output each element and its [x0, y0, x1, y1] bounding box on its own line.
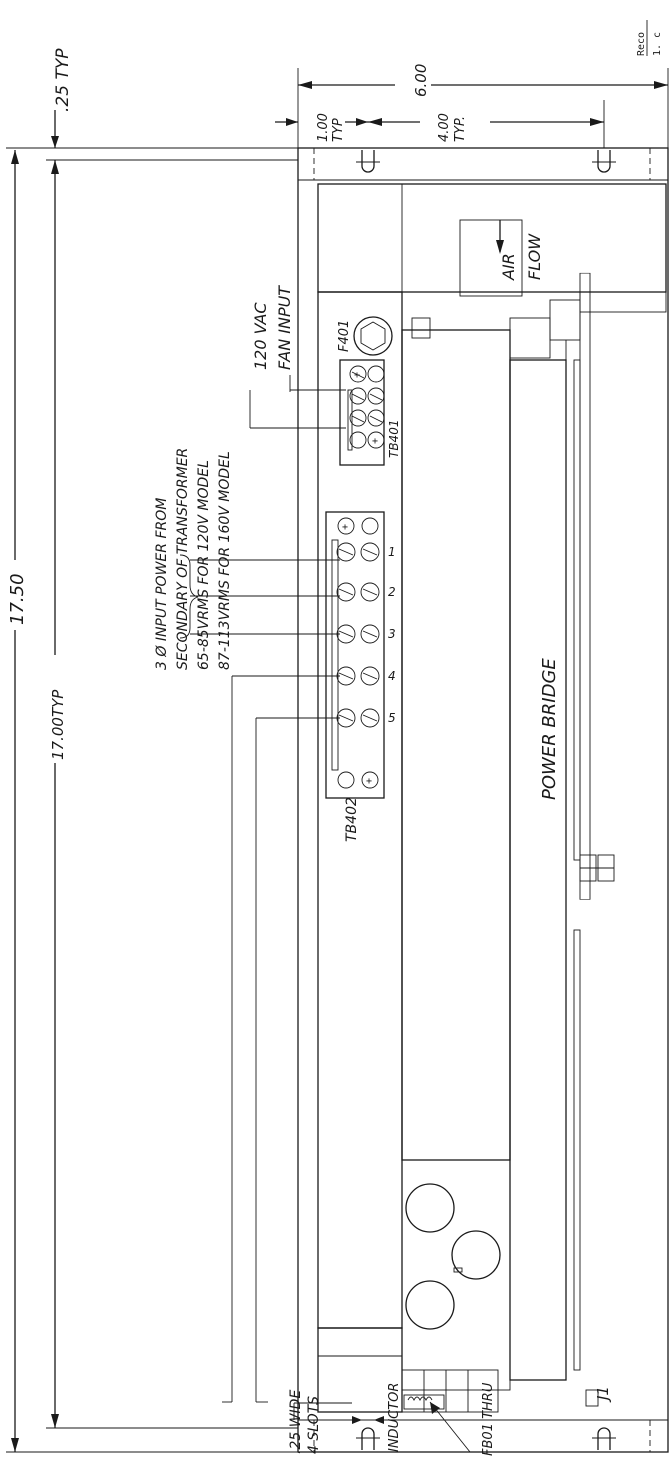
j1-label: J1 — [594, 1386, 612, 1403]
slot-width-spacing-label: 4.00 — [437, 113, 452, 142]
svg-text:+: + — [366, 776, 372, 787]
fan-input-callout: 120 VAC FAN INPUT — [249, 285, 346, 429]
tb401-terminal-block: F401 + + TB401 — [337, 316, 401, 466]
slot-spacing-label: 17.00TYP — [49, 689, 67, 760]
terminal-5-label: 5 — [388, 711, 396, 725]
input-power-line2: SECONDARY OF TRANSFORMER — [175, 448, 191, 670]
input-power-leads — [179, 554, 340, 639]
inductor-label: INDUCTOR — [387, 1383, 402, 1452]
width-dimensions: 6.00 1.00 TYP 4.00 TYP. — [275, 64, 669, 148]
svg-text:+: + — [354, 370, 360, 381]
slot-spacing-dimension: 17.00TYP — [44, 159, 298, 1429]
input-power-line4: 87-113VRMS FOR 160V MODEL — [217, 451, 233, 670]
capacitors — [401, 1159, 511, 1391]
terminal-4-label: 4 — [388, 669, 396, 683]
slots-line1: .25 WIDE — [288, 1390, 304, 1454]
slot-inset-typ-label: TYP — [331, 118, 346, 142]
tb401-label: TB401 — [387, 420, 401, 458]
mounting-slots — [356, 150, 616, 1450]
ferrite-callout: FB01 THRU — [429, 1382, 496, 1456]
terminal-1-label: 1 — [388, 545, 396, 559]
internal-components: AIR FLOW POWER BRIDGE — [317, 183, 667, 1413]
edge-offset-dimension: .25 TYP — [51, 48, 73, 148]
edge-offset-label: .25 TYP — [53, 48, 73, 112]
slot-width-typ-label: TYP. — [453, 116, 468, 142]
fan-input-label: FAN INPUT — [275, 285, 294, 370]
f401-label: F401 — [337, 320, 352, 352]
svg-text:+: + — [342, 522, 348, 533]
notes-item-1: 1. c — [652, 32, 663, 56]
terminal-2-label: 2 — [388, 585, 396, 599]
input-power-line1: 3 Ø INPUT POWER FROM — [154, 498, 170, 670]
tb402-terminal-block: + + TB402 1 2 3 4 5 — [325, 511, 396, 842]
flow-label: FLOW — [525, 233, 544, 280]
overall-length-dimension: 17.50 — [4, 147, 298, 1453]
notes-header: Reco — [636, 32, 647, 56]
overall-length-label: 17.50 — [7, 573, 28, 625]
tb402-label: TB402 — [344, 797, 360, 842]
svg-text:+: + — [372, 436, 378, 447]
air-label: AIR — [499, 253, 518, 281]
terminal-3-label: 3 — [388, 627, 396, 641]
inductor-leads — [222, 675, 340, 1403]
input-power-line3: 65-85VRMS FOR 120V MODEL — [196, 460, 212, 670]
overall-width-label: 6.00 — [412, 64, 430, 97]
input-power-note: 3 Ø INPUT POWER FROM SECONDARY OF TRANSF… — [154, 448, 233, 670]
notes-panel: Reco 1. c — [636, 20, 663, 56]
ferrite-line1: FB01 THRU — [481, 1382, 496, 1456]
power-bridge-label: POWER BRIDGE — [539, 658, 560, 800]
slot-inset-label: 1.00 — [316, 113, 331, 142]
fan-voltage-label: 120 VAC — [251, 302, 270, 370]
slot-callout: .25 WIDE 4 SLOTS — [288, 1390, 390, 1454]
slots-line2: 4 SLOTS — [306, 1396, 322, 1454]
